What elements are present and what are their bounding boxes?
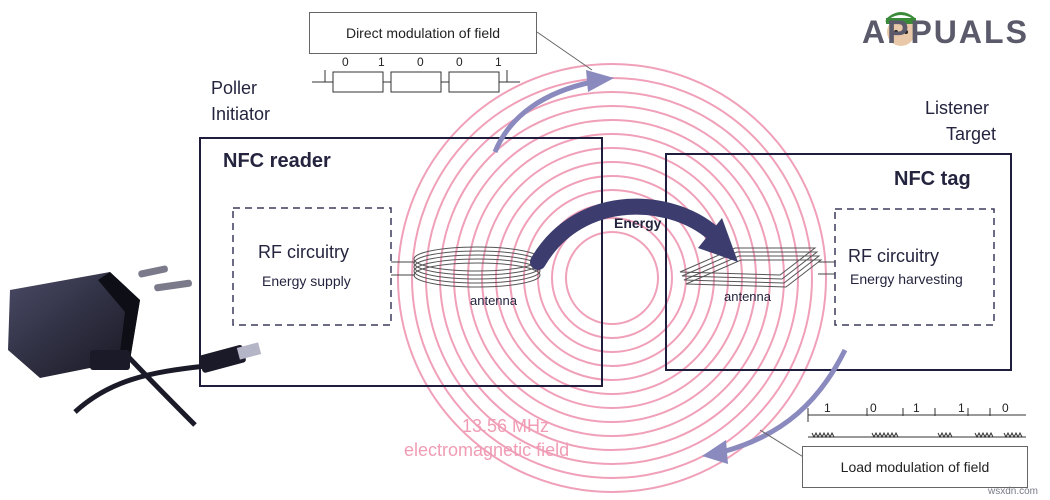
- reader-rf-circuitry-box: [232, 207, 392, 326]
- appuals-logo-icon: [885, 12, 917, 46]
- direct-modulation-label: Direct modulation of field: [309, 12, 537, 54]
- bottom-bit-waveform: [807, 408, 1026, 439]
- nfc-tag-box: [665, 153, 1012, 371]
- bit-label: 1: [958, 401, 965, 415]
- tag-antenna-label: antenna: [724, 289, 771, 304]
- reader-energy-supply-label: Energy supply: [262, 273, 351, 289]
- field-ring: [551, 217, 673, 339]
- energy-label: Energy: [614, 215, 662, 231]
- bit-label: 0: [342, 55, 349, 69]
- field-type-label: electromagnetic field: [404, 440, 570, 460]
- field-ring: [397, 63, 827, 493]
- target-label: Target: [946, 124, 997, 144]
- bottom-curved-arrow: [702, 348, 848, 464]
- top-bit-labels: 0 1 0 0 1: [333, 55, 523, 71]
- tag-antenna-coil: [679, 247, 835, 288]
- bit-label: 0: [417, 55, 424, 69]
- initiator-label: Initiator: [211, 104, 271, 124]
- bit-label: 0: [870, 401, 877, 415]
- bit-label: 1: [495, 55, 502, 69]
- tag-energy-harvesting-label: Energy harvesting: [850, 271, 963, 287]
- field-ring: [565, 231, 659, 325]
- bit-label: 1: [913, 401, 920, 415]
- nfc-tag-title: NFC tag: [894, 168, 971, 190]
- field-frequency-label: 13.56 MHz: [462, 416, 550, 436]
- nfc-reader-box: [199, 137, 603, 387]
- appuals-logo-text: APPUALS: [862, 14, 1029, 50]
- bit-label: 0: [456, 55, 463, 69]
- tag-rf-circuitry-box: [834, 208, 995, 326]
- listener-label: Listener: [925, 98, 990, 118]
- bit-label: 1: [378, 55, 385, 69]
- energy-arrow: [530, 198, 738, 270]
- watermark: wsxdn.com: [988, 486, 1039, 497]
- reader-antenna-label: antenna: [470, 293, 517, 308]
- charger-illustration: [8, 265, 262, 427]
- reader-rf-circuitry-title: RF circuitry: [258, 242, 349, 262]
- bit-label: 1: [824, 401, 831, 415]
- poller-label: Poller: [211, 78, 258, 98]
- tag-rf-circuitry-title: RF circuitry: [848, 246, 939, 266]
- nfc-reader-title: NFC reader: [223, 150, 331, 172]
- load-modulation-label: Load modulation of field: [802, 446, 1028, 488]
- bottom-bit-labels: 1 0 1 1 0: [808, 401, 1028, 417]
- field-ring: [495, 161, 729, 395]
- field-ring: [509, 175, 715, 381]
- bit-label: 0: [1002, 401, 1009, 415]
- field-ring: [467, 133, 757, 423]
- top-curved-arrow: [492, 31, 614, 153]
- top-bit-waveform: [312, 70, 520, 93]
